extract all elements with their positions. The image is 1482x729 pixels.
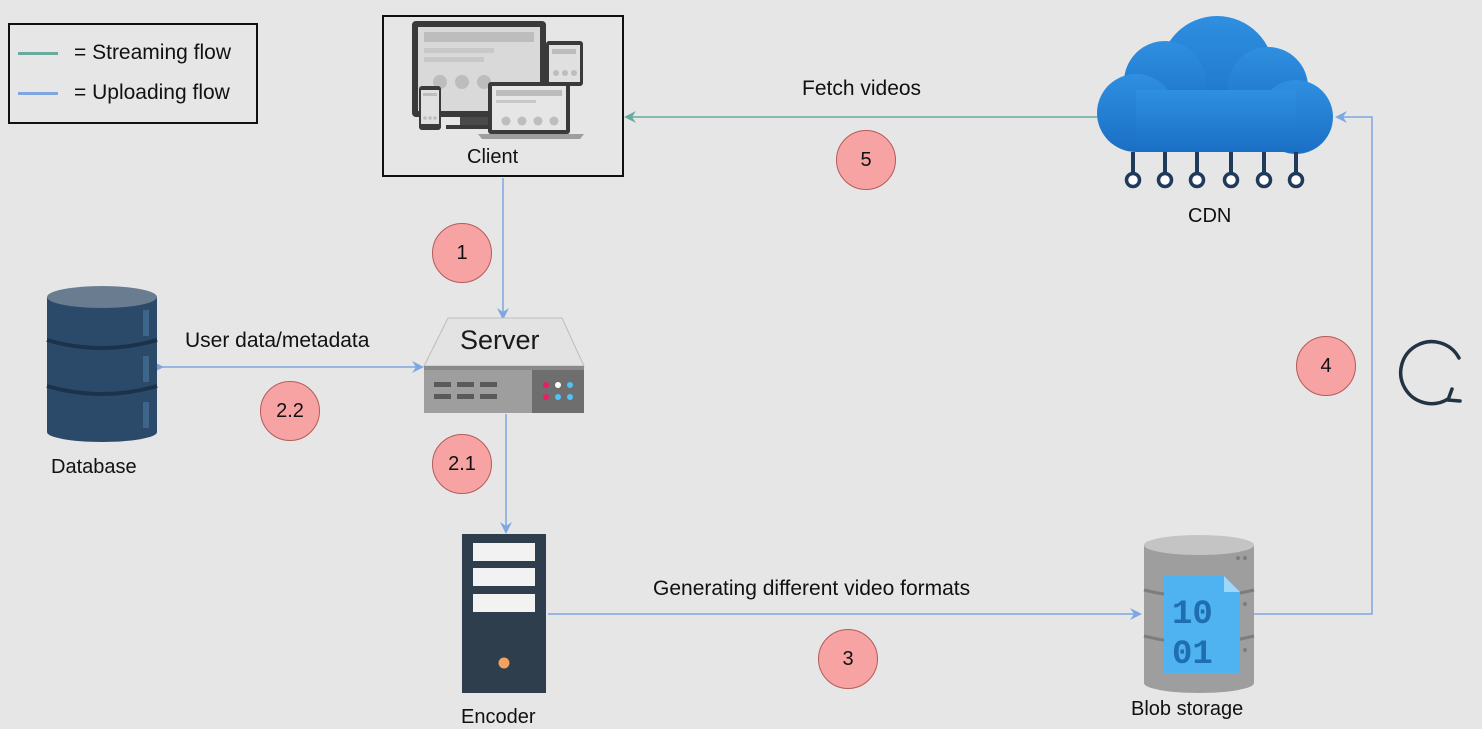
step-badge-2-2: 2.2 (260, 381, 320, 441)
step-badge-1: 1 (432, 223, 492, 283)
legend-uploading-label: = Uploading flow (74, 81, 230, 104)
encoder-label: Encoder (461, 706, 536, 728)
database-icon (46, 286, 158, 442)
step-badge-5: 5 (836, 130, 896, 190)
client-label: Client (467, 146, 519, 168)
client-node (382, 15, 624, 177)
edge-label-generating-formats: Generating different video formats (653, 577, 971, 600)
step-badge-4: 4 (1296, 336, 1356, 396)
database-label: Database (51, 456, 137, 478)
refresh-cycle-icon (1398, 339, 1462, 406)
edge-label-user-data: User data/metadata (185, 329, 370, 352)
step-badge-3: 3 (818, 629, 878, 689)
step-badge-2-1: 2.1 (432, 434, 492, 494)
blob-bits-bottom: 01 (1172, 636, 1213, 674)
encoder-icon (462, 534, 546, 693)
legend-row-streaming: = Streaming flow (18, 41, 231, 65)
legend-streaming-label: = Streaming flow (74, 41, 231, 64)
uploading-line-swatch (18, 91, 58, 95)
cdn-label: CDN (1188, 205, 1232, 227)
blob-bits-top: 10 (1172, 596, 1213, 634)
blob-storage-icon: 10 01 (1143, 535, 1255, 693)
legend: = Streaming flow = Uploading flow (8, 23, 258, 124)
streaming-line-swatch (18, 51, 58, 55)
devices-icon (412, 21, 584, 139)
edge-label-fetch-videos: Fetch videos (802, 77, 922, 100)
legend-row-uploading: = Uploading flow (18, 81, 230, 105)
cloud-icon (1097, 16, 1333, 189)
blob-storage-label: Blob storage (1131, 698, 1244, 720)
edge-blob-cdn (1254, 111, 1373, 615)
server-label: Server (460, 325, 540, 355)
server-icon (423, 317, 585, 413)
